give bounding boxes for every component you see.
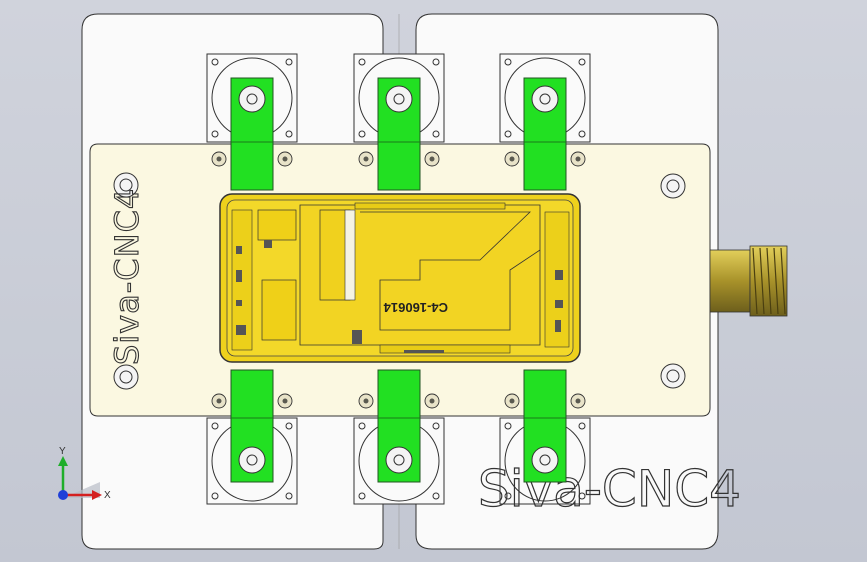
clamp-bottom-3[interactable] — [523, 369, 567, 483]
y-axis-label: Y — [59, 446, 66, 457]
clamp-top-2[interactable] — [377, 77, 421, 191]
clamp-top-3[interactable] — [523, 77, 567, 191]
device-under-test[interactable]: C4-160614 — [219, 193, 581, 363]
clamp-bolt-cores — [216, 156, 581, 404]
axis-triad[interactable]: Y X — [58, 446, 111, 501]
clamp-top-1[interactable] — [230, 77, 274, 191]
corner-screw-bl — [113, 364, 139, 390]
clamp-bottom-2[interactable] — [377, 369, 421, 483]
side-engraving: Siva-CNC4 — [108, 188, 146, 365]
corner-screw-tr — [660, 173, 686, 199]
device-part-number: C4-160614 — [383, 300, 448, 315]
x-axis-label: X — [104, 490, 111, 501]
clamp-bottom-1[interactable] — [230, 369, 274, 483]
corner-screw-br — [660, 363, 686, 389]
threaded-connector[interactable] — [709, 245, 788, 317]
corner-screw-tl — [113, 172, 139, 198]
base-engraving: Siva-CNC4 — [478, 460, 741, 518]
z-axis-dot — [58, 490, 68, 500]
